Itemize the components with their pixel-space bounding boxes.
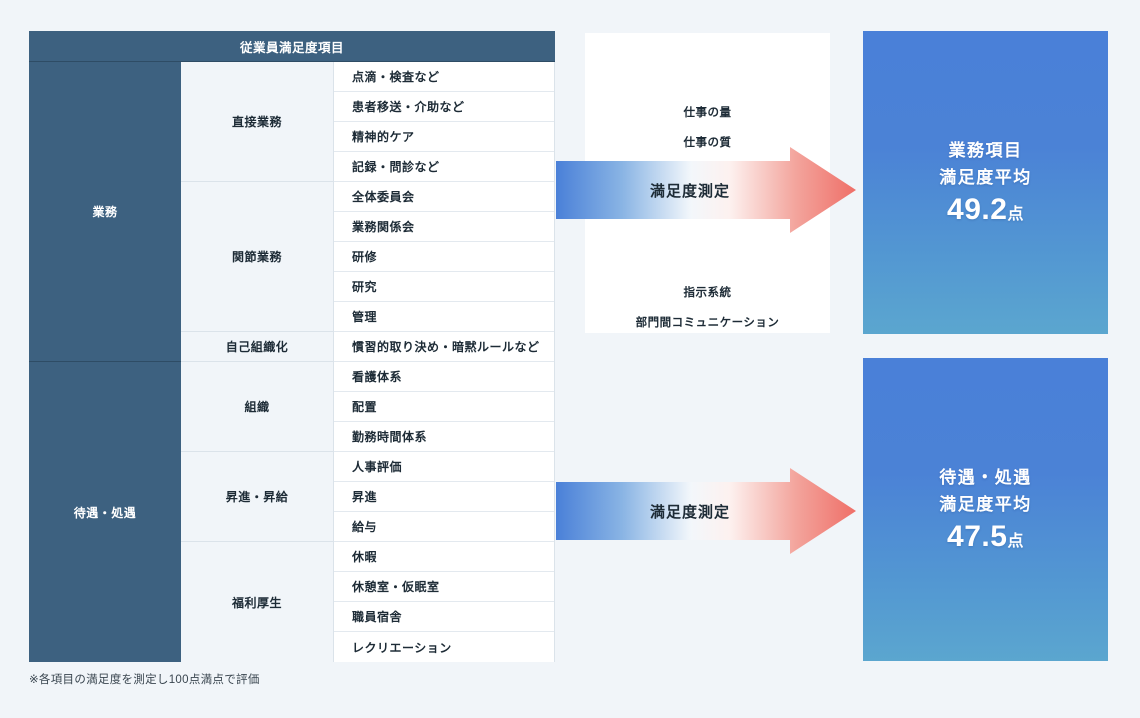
panel-text-interdept-communication: 部門間コミュニケーション — [635, 317, 780, 329]
result-card-score: 47.5点 — [947, 520, 1024, 554]
table-row: 配置 — [334, 392, 554, 422]
table-row: 研修 — [334, 242, 554, 272]
table-row: 給与 — [334, 512, 554, 542]
table-row: 業務関係会 — [334, 212, 554, 242]
table-row: 患者移送・介助など — [334, 92, 554, 122]
table-row: 休憩室・仮眠室 — [334, 572, 554, 602]
category-cell-kansetsu: 関節業務 — [181, 182, 333, 332]
item-column: 点滴・検査など 患者移送・介助など 精神的ケア 記録・問診など 全体委員会 業務… — [334, 62, 555, 662]
group-column: 業務 待遇・処遇 — [29, 62, 181, 662]
table-row: 看護体系 — [334, 362, 554, 392]
table-row: 精神的ケア — [334, 122, 554, 152]
table-row: 記録・問診など — [334, 152, 554, 182]
table-row: 管理 — [334, 302, 554, 332]
measurement-arrow-1: 満足度測定 — [556, 147, 856, 233]
arrow-icon — [556, 468, 856, 554]
table-row: 人事評価 — [334, 452, 554, 482]
category-cell-shoshin: 昇進・昇給 — [181, 452, 333, 542]
result-card-score: 49.2点 — [947, 193, 1024, 227]
category-cell-fukurikosei: 福利厚生 — [181, 542, 333, 662]
score-unit: 点 — [1007, 532, 1024, 550]
score-number: 47.5 — [947, 519, 1008, 553]
result-card-title: 業務項目 — [948, 141, 1023, 161]
table-row: 勤務時間体系 — [334, 422, 554, 452]
table-row: 職員宿舎 — [334, 602, 554, 632]
footnote: ※各項目の満足度を測定し100点満点で評価 — [29, 674, 260, 686]
arrow-icon — [556, 147, 856, 233]
panel-text-command-system: 指示系統 — [683, 287, 732, 299]
table-row: レクリエーション — [334, 632, 554, 662]
table-row: 昇進 — [334, 482, 554, 512]
group-cell-gyomu: 業務 — [29, 62, 181, 362]
table-row: 研究 — [334, 272, 554, 302]
arrow-label-1: 満足度測定 — [649, 182, 730, 200]
result-card-subtitle: 満足度平均 — [939, 494, 1032, 514]
table-row: 点滴・検査など — [334, 62, 554, 92]
result-card-taigu: 待遇・処遇 満足度平均 47.5点 — [863, 358, 1108, 661]
satisfaction-items-table: 従業員満足度項目 業務 待遇・処遇 直接業務 関節業務 自己組織化 組織 昇進・… — [29, 31, 555, 662]
score-number: 49.2 — [947, 192, 1008, 226]
score-unit: 点 — [1007, 205, 1024, 223]
category-column: 直接業務 関節業務 自己組織化 組織 昇進・昇給 福利厚生 — [181, 62, 334, 662]
result-card-title: 待遇・処遇 — [939, 468, 1032, 488]
table-row: 慣習的取り決め・暗黙ルールなど — [334, 332, 554, 362]
table-row: 全体委員会 — [334, 182, 554, 212]
group-cell-taigu: 待遇・処遇 — [73, 505, 137, 520]
measurement-arrow-2: 満足度測定 — [556, 468, 856, 554]
panel-text-work-quantity: 仕事の量 — [683, 107, 732, 119]
result-card-subtitle: 満足度平均 — [939, 167, 1032, 187]
category-cell-soshiki: 組織 — [181, 362, 333, 452]
table-row: 休暇 — [334, 542, 554, 572]
category-cell-jikososhikika: 自己組織化 — [181, 332, 333, 362]
panel-text-work-quality: 仕事の質 — [683, 137, 732, 149]
arrow-label-2: 満足度測定 — [649, 503, 730, 521]
table-header: 従業員満足度項目 — [29, 31, 555, 62]
category-cell-chokusetsu: 直接業務 — [181, 62, 333, 182]
table-body: 業務 待遇・処遇 直接業務 関節業務 自己組織化 組織 昇進・昇給 福利厚生 点… — [29, 62, 555, 662]
result-card-gyomu: 業務項目 満足度平均 49.2点 — [863, 31, 1108, 334]
